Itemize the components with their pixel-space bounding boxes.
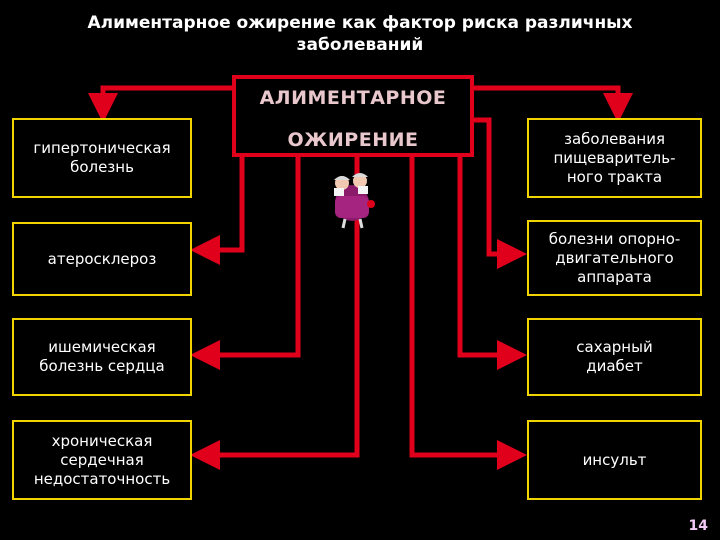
box-label: инсульт [582,450,647,469]
box-digestive-tract: заболевания пищеваритель- ного тракта [527,118,702,198]
box-label: атеросклероз [47,249,157,268]
arrow-to-hypertension [88,85,232,123]
box-label: хроническая сердечная недостаточность [33,431,171,488]
box-label: заболевания пищеваритель- ного тракта [553,129,676,186]
central-obesity-box: АЛИМЕНТАРНОЕ ОЖИРЕНИЕ [232,75,474,157]
box-musculoskeletal: болезни опорно- двигательного аппарата [527,220,702,296]
obese-figure-illustration [334,173,375,229]
page-number: 14 [688,518,708,534]
slide-title: Алиментарное ожирение как фактор риска р… [40,12,680,56]
box-stroke: инсульт [527,420,702,500]
box-label: гипертоническая болезнь [33,139,171,176]
box-diabetes: сахарный диабет [527,318,702,396]
box-label: сахарный диабет [576,338,653,375]
arrow-to-ischemic [190,157,301,370]
center-label-line-2: ОЖИРЕНИЕ [287,129,419,151]
arrow-to-musculoskeletal [474,117,527,269]
center-label-line-1: АЛИМЕНТАРНОЕ [259,87,447,109]
box-ischemic-heart-disease: ишемическая болезнь сердца [12,318,192,396]
arrow-to-stroke [409,157,527,470]
arrow-to-diabetes [457,157,527,370]
title-line-2: заболеваний [296,35,424,55]
box-atherosclerosis: атеросклероз [12,222,192,296]
title-line-1: Алиментарное ожирение как фактор риска р… [87,13,633,33]
arrow-to-digestive [474,85,633,123]
box-chronic-heart-failure: хроническая сердечная недостаточность [12,420,192,500]
arrow-to-heart-failure [190,157,360,470]
box-label: болезни опорно- двигательного аппарата [548,229,681,286]
box-hypertension: гипертоническая болезнь [12,118,192,198]
arrow-to-atherosclerosis [190,157,245,265]
box-label: ишемическая болезнь сердца [39,338,165,375]
